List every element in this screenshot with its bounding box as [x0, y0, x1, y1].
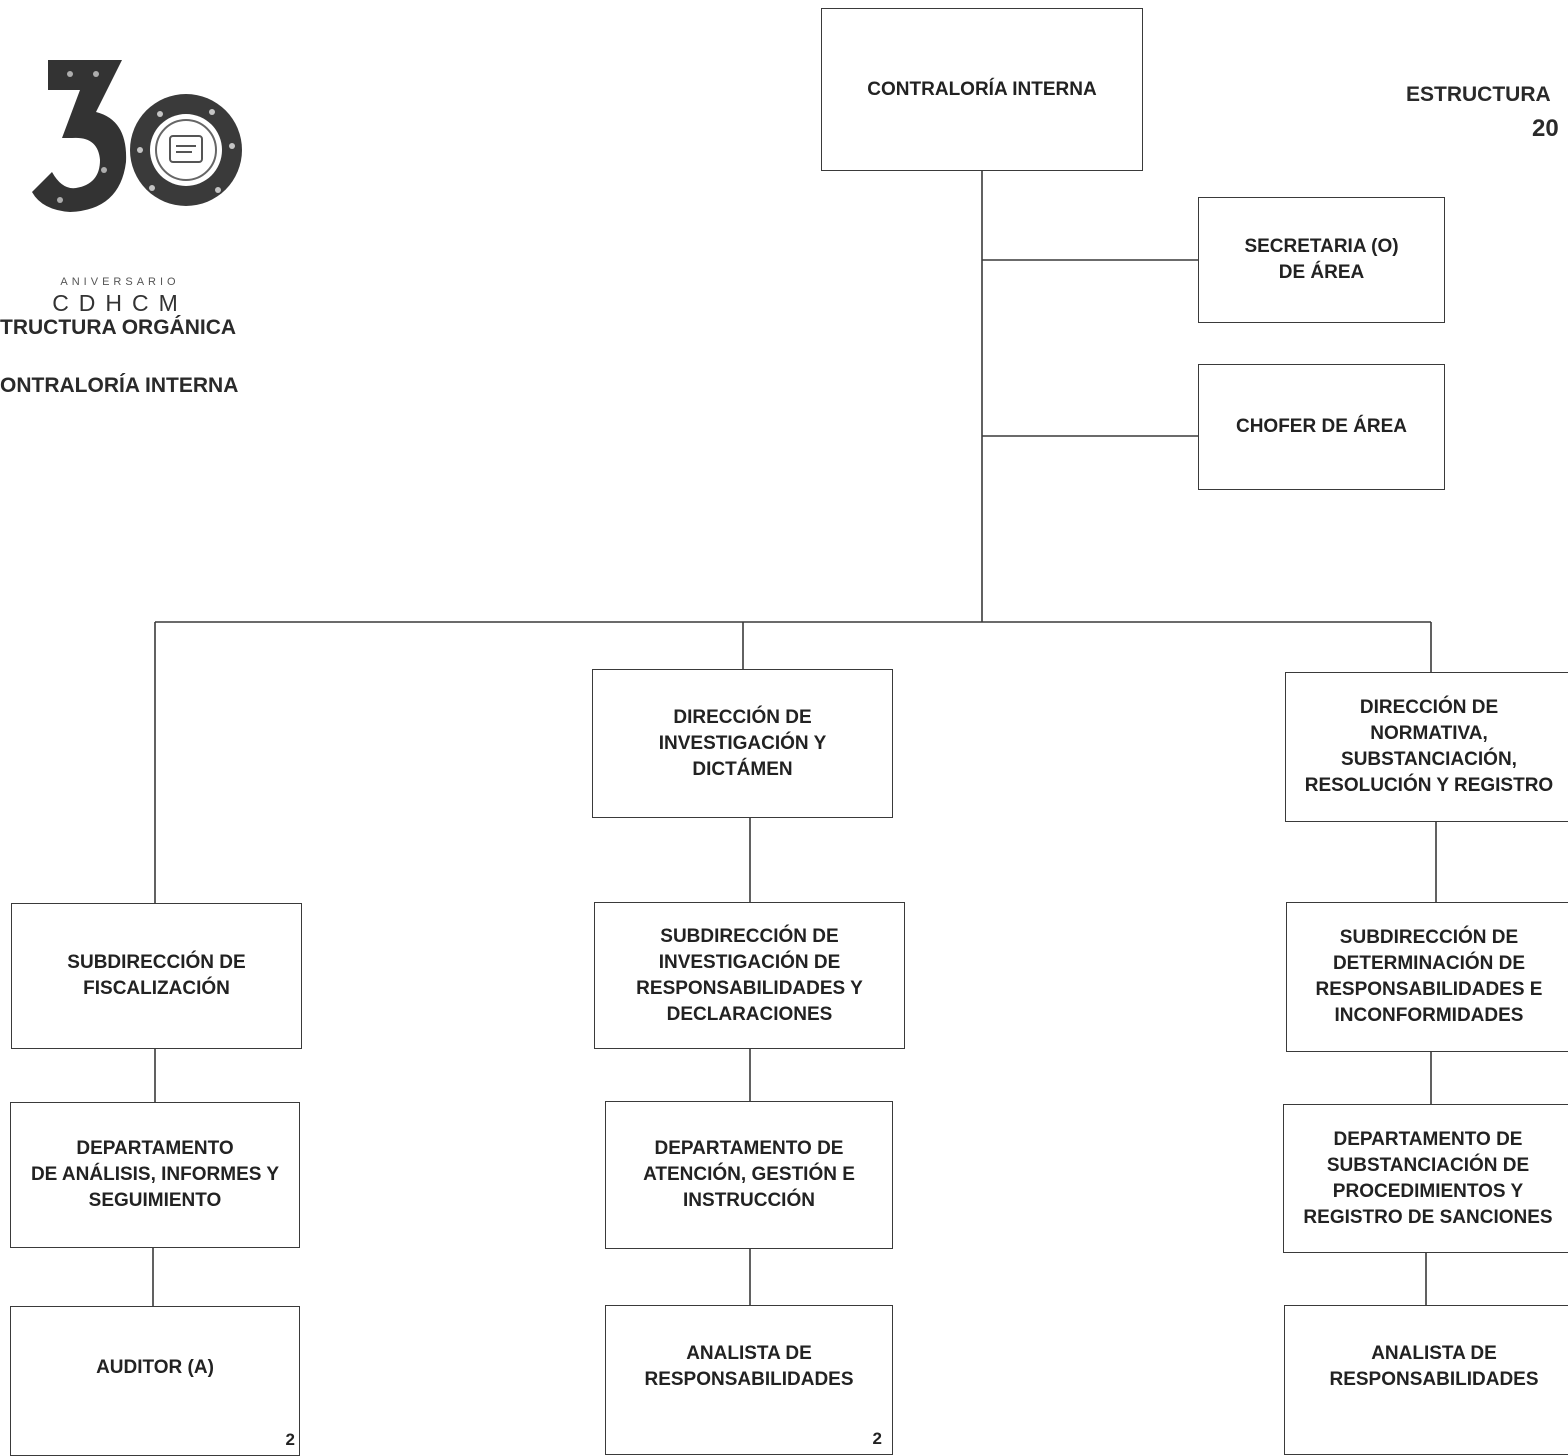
node-direccion-investigacion: DIRECCIÓN DE INVESTIGACIÓN Y DICTÁMEN [592, 669, 893, 818]
right-title-line1: ESTRUCTURA [1406, 83, 1551, 106]
node-direccion-investigacion-label: DIRECCIÓN DE INVESTIGACIÓN Y DICTÁMEN [658, 706, 827, 780]
cdhcm-30-anniversary-logo: ANIVERSARIO CDHCM [0, 50, 260, 316]
node-departamento-analisis-label: DEPARTAMENTO DE ANÁLISIS, INFORMES Y SEG… [30, 1138, 280, 1211]
node-secretaria-label: SECRETARIA (O) DE ÁREA [1244, 236, 1399, 283]
node-analista-responsabilidades-2: ANALISTA DE RESPONSABILIDADES [1284, 1305, 1568, 1455]
logo-acronym: CDHCM [52, 290, 188, 316]
node-direccion-normativa: DIRECCIÓN DE NORMATIVA, SUBSTANCIACIÓN, … [1285, 672, 1568, 822]
logo-anniversary-text: ANIVERSARIO [60, 276, 180, 288]
node-subdireccion-investigacion: SUBDIRECCIÓN DE INVESTIGACIÓN DE RESPONS… [594, 902, 905, 1049]
node-auditor: AUDITOR (A) 2 [10, 1306, 300, 1456]
node-subdireccion-determinacion-label: SUBDIRECCIÓN DE DETERMINACIÓN DE RESPONS… [1315, 927, 1543, 1026]
node-chofer-label: CHOFER DE ÁREA [1235, 416, 1407, 437]
org-structure-line1: TRUCTURA ORGÁNICA [0, 316, 237, 339]
node-departamento-atencion-label: DEPARTAMENTO DE ATENCIÓN, GESTIÓN E INST… [643, 1138, 855, 1211]
node-subdireccion-fiscalizacion: SUBDIRECCIÓN DE FISCALIZACIÓN [11, 903, 302, 1049]
node-contraloria-interna: CONTRALORÍA INTERNA [821, 8, 1143, 171]
node-subdireccion-fiscalizacion-label: SUBDIRECCIÓN DE FISCALIZACIÓN [67, 952, 246, 999]
node-direccion-normativa-label: DIRECCIÓN DE NORMATIVA, SUBSTANCIACIÓN, … [1304, 697, 1554, 796]
node-chofer: CHOFER DE ÁREA [1198, 364, 1445, 490]
anniversary-emblem-icon [32, 60, 242, 212]
node-analista-1-label: ANALISTA DE RESPONSABILIDADES [644, 1343, 854, 1390]
node-departamento-substanciacion-label: DEPARTAMENTO DE SUBSTANCIACIÓN DE PROCED… [1303, 1128, 1553, 1228]
node-subdireccion-investigacion-label: SUBDIRECCIÓN DE INVESTIGACIÓN DE RESPONS… [636, 925, 863, 1025]
org-structure-line2: ONTRALORÍA INTERNA [0, 374, 239, 397]
right-title-line2: 20 [1532, 115, 1559, 142]
node-departamento-atencion: DEPARTAMENTO DE ATENCIÓN, GESTIÓN E INST… [605, 1101, 893, 1249]
node-analista-2-label: ANALISTA DE RESPONSABILIDADES [1329, 1343, 1539, 1390]
node-analista-responsabilidades-1: ANALISTA DE RESPONSABILIDADES 2 [605, 1305, 893, 1455]
node-subdireccion-determinacion: SUBDIRECCIÓN DE DETERMINACIÓN DE RESPONS… [1286, 902, 1568, 1052]
node-secretaria: SECRETARIA (O) DE ÁREA [1198, 197, 1445, 323]
node-departamento-analisis: DEPARTAMENTO DE ANÁLISIS, INFORMES Y SEG… [10, 1102, 300, 1248]
node-departamento-substanciacion: DEPARTAMENTO DE SUBSTANCIACIÓN DE PROCED… [1283, 1104, 1568, 1253]
org-structure-title: TRUCTURA ORGÁNICA ONTRALORÍA INTERNA [0, 284, 238, 429]
analista-1-count-badge: 2 [872, 1429, 882, 1448]
auditor-count-badge: 2 [285, 1430, 295, 1449]
node-contraloria-label: CONTRALORÍA INTERNA [867, 78, 1097, 100]
node-auditor-label: AUDITOR (A) [96, 1357, 214, 1378]
